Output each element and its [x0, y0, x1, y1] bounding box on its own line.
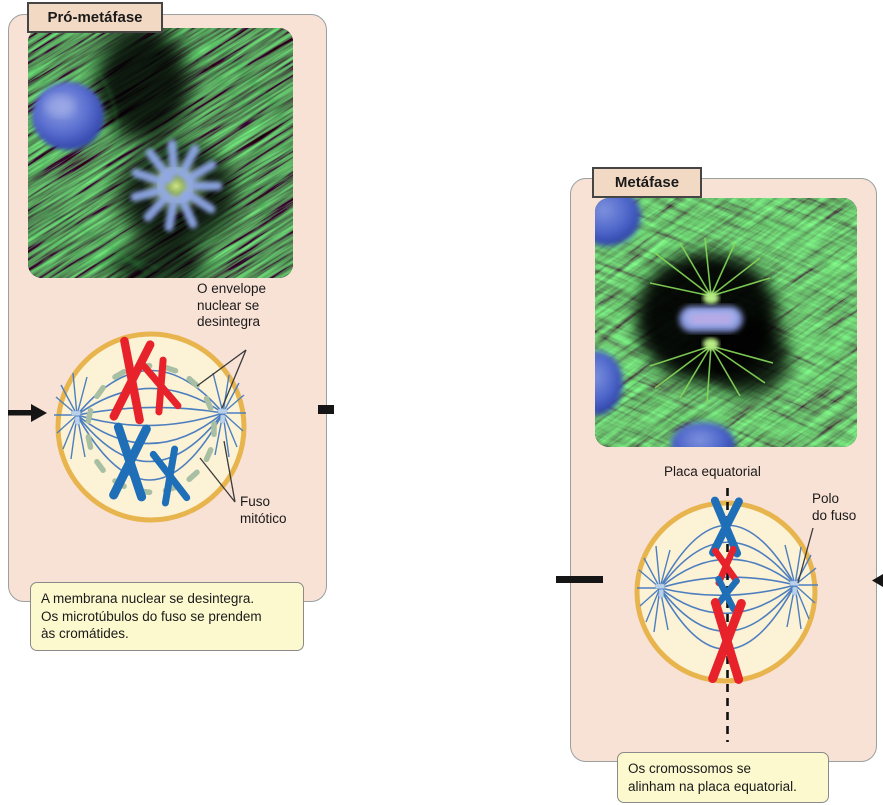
- neighbor-nuclei-blobs: [595, 198, 735, 447]
- label-mitotic-spindle: Fuso mitótico: [240, 494, 287, 526]
- chromosome-blue-large: [109, 422, 151, 502]
- metaphase-micrograph-image: [595, 198, 857, 447]
- chromosome-red-small: [140, 356, 182, 416]
- centrioles: [71, 408, 228, 425]
- metaphase-chromosome-plate-blob: [679, 306, 743, 332]
- prometaphase-title: Pró-metáfase: [47, 9, 143, 26]
- label-nuclear-envelope: O envelope nuclear se desintegra: [197, 281, 267, 329]
- prometaphase-caption: A membrana nuclear se desintegra. Os mic…: [30, 582, 304, 651]
- prometaphase-title-tab: Pró-metáfase: [27, 2, 163, 33]
- chromosome-blue-small: [149, 445, 191, 507]
- label-equatorial-plate: Placa equatorial: [664, 464, 761, 479]
- chromosome-blue-large: [709, 496, 743, 558]
- centrioles: [655, 580, 800, 598]
- chromosome-rosette-blob: [130, 139, 223, 232]
- metaphase-spindle-asters: [649, 237, 774, 404]
- metaphase-micrograph: [595, 198, 857, 447]
- interphase-nucleus-blob: [32, 82, 104, 150]
- metaphase-cell-diagram: [634, 488, 818, 742]
- chromosome-red-large: [109, 336, 155, 425]
- prometaphase-micrograph: [28, 28, 293, 278]
- metaphase-title-tab: Metáfase: [592, 167, 702, 198]
- metaphase-caption: Os cromossomos se alinham na placa equat…: [617, 752, 829, 803]
- metaphase-title: Metáfase: [614, 174, 680, 191]
- prometaphase-micrograph-image: [28, 28, 293, 278]
- chromosome-red-large: [708, 598, 746, 684]
- prometaphase-cell-diagram: [54, 331, 247, 523]
- label-spindle-pole: Polo do fuso: [812, 491, 857, 523]
